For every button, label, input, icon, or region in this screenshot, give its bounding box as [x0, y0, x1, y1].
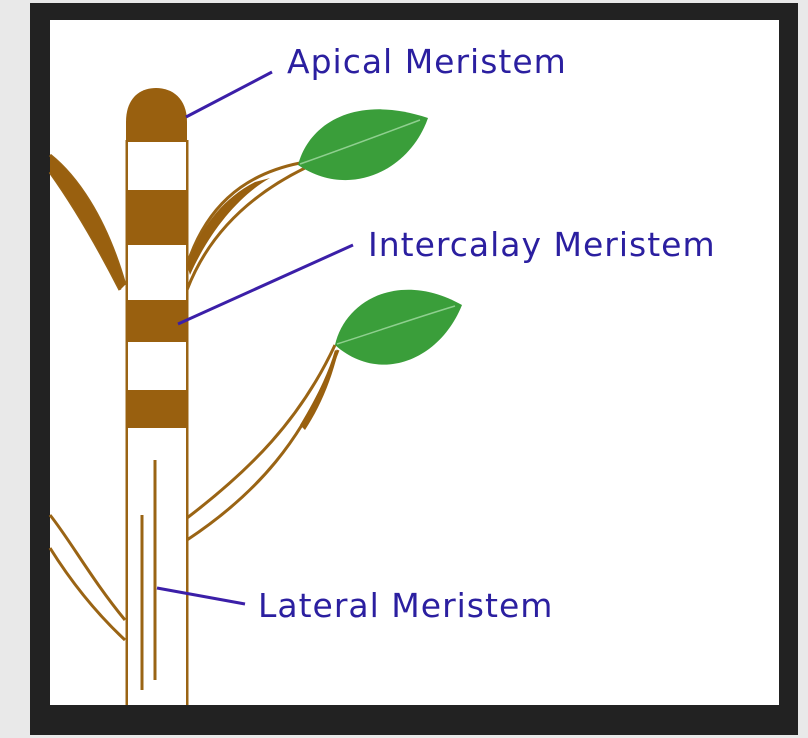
intercalary-band-3: [126, 390, 188, 428]
apical-meristem-label: Apical Meristem: [287, 42, 567, 81]
intercalary-band-1: [126, 190, 188, 245]
lateral-meristem-label: Lateral Meristem: [258, 586, 553, 625]
intercalary-band-2: [126, 300, 188, 342]
intercalary-meristem-label: Intercalay Meristem: [368, 225, 716, 264]
